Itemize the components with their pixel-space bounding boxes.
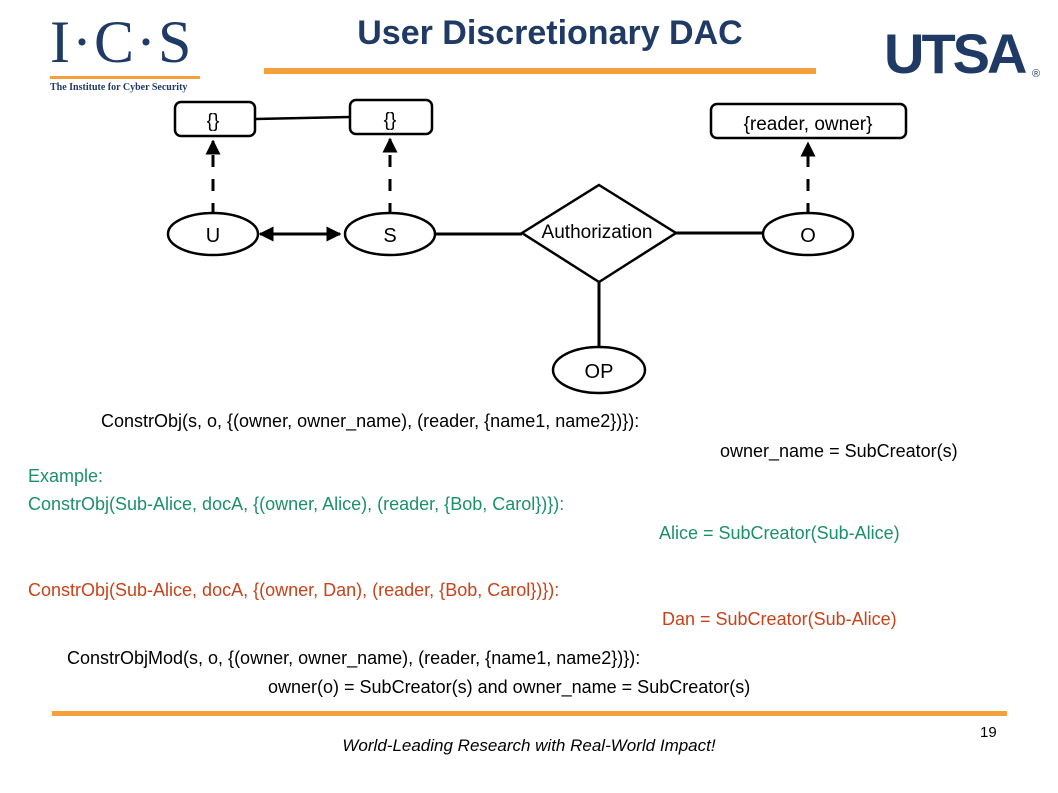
footer-tagline: World-Leading Research with Real-World I…: [342, 736, 716, 755]
u-node-label: U: [206, 225, 220, 247]
example-condition: Alice = SubCreator(Sub-Alice): [659, 523, 900, 543]
o-attribute-label: {reader, owner}: [744, 114, 873, 135]
s-node: [343, 211, 437, 257]
ics-logo-rule: [50, 76, 200, 79]
ics-logo: I·C·S The Institute for Cyber Security: [50, 9, 202, 93]
s-node-label: S: [383, 225, 396, 247]
op-node-label: OP: [585, 361, 614, 383]
er-diagram: {} {} {reader, owner} U S O OP Authoriza…: [166, 98, 908, 395]
page-number: 19: [980, 724, 997, 741]
constr-obj-signature: ConstrObj(s, o, {(owner, owner_name), (r…: [101, 411, 640, 431]
footer-rule: [52, 711, 1007, 716]
o-attribute-box: [709, 102, 908, 140]
op-node: [551, 345, 647, 395]
utsa-logo: UTSA: [884, 22, 1027, 85]
example-label: Example:: [28, 466, 104, 486]
constr-obj-mod-signature: ConstrObjMod(s, o, {(owner, owner_name),…: [67, 648, 641, 668]
slide-title: User Discretionary DAC: [357, 14, 743, 52]
example-constr-obj: ConstrObj(Sub-Alice, docA, {(owner, Alic…: [28, 494, 565, 514]
constr-obj-condition: owner_name = SubCreator(s): [720, 441, 958, 461]
constr-obj-mod-condition: owner(o) = SubCreator(s) and owner_name …: [268, 677, 751, 697]
s-attribute-label: {}: [384, 110, 397, 131]
invalid-example-condition: Dan = SubCreator(Sub-Alice): [662, 609, 897, 629]
authorization-relationship: [519, 183, 679, 284]
u-node: [166, 211, 260, 257]
u-attribute-label: {}: [207, 111, 220, 132]
attribute-link-line: [254, 115, 351, 121]
title-underline: [264, 68, 816, 74]
authorization-label: Authorization: [542, 222, 653, 243]
invalid-example-constr-obj: ConstrObj(Sub-Alice, docA, {(owner, Dan)…: [28, 580, 560, 600]
o-node-label: O: [800, 225, 816, 247]
utsa-logo-registered-mark: ®: [1032, 68, 1041, 80]
ics-logo-letters: I·C·S: [50, 9, 194, 75]
ics-logo-tagline: The Institute for Cyber Security: [50, 82, 188, 93]
o-node: [761, 211, 855, 257]
